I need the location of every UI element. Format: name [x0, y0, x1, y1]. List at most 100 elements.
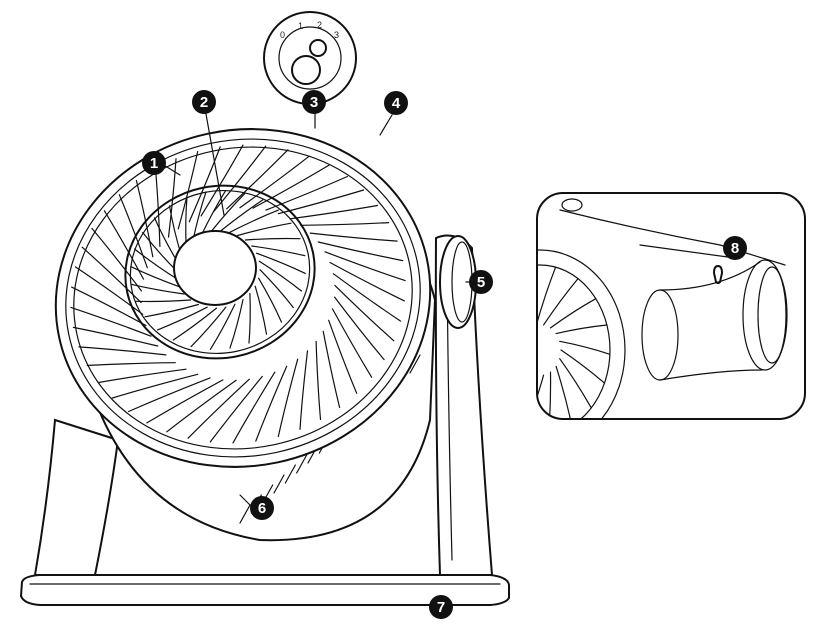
grille-blade: [154, 167, 161, 248]
grille-blade: [259, 269, 294, 309]
grille-blade: [218, 199, 264, 233]
grille-blade: [331, 308, 373, 378]
grille-blade: [555, 324, 608, 335]
grille-blade: [334, 284, 395, 342]
grille-blade: [277, 358, 299, 438]
grille-blade: [78, 346, 167, 356]
grille-blade: [86, 362, 176, 366]
grille-blade: [128, 377, 211, 413]
grille-blade: [71, 286, 147, 327]
grille-blade: [213, 145, 267, 213]
grille-blade: [251, 245, 306, 257]
grille-blade: [135, 179, 154, 258]
grille-blade: [72, 326, 159, 347]
grille-blade: [244, 237, 301, 241]
grille-blade: [142, 231, 177, 271]
grille-blade: [237, 222, 292, 237]
grille-blade: [548, 371, 552, 419]
grille-blade: [299, 350, 309, 430]
grille-blade: [252, 164, 330, 209]
callout-4: 4: [384, 91, 408, 115]
grille-blade: [508, 274, 524, 333]
callout-2-number: 2: [200, 94, 208, 111]
grille-blade: [328, 319, 358, 394]
dial-label-1: 1: [298, 21, 303, 31]
callout-3-number: 3: [310, 94, 318, 111]
callout-6: 6: [250, 496, 274, 520]
rear-grille-bar: [296, 454, 308, 474]
grille-blade: [560, 349, 606, 384]
grille-blade: [200, 144, 244, 217]
grille-blade: [144, 303, 199, 318]
grille-blade: [111, 373, 199, 399]
callout-5-number: 5: [477, 274, 485, 291]
rear-grille-bar: [273, 474, 285, 494]
callout-7: 7: [429, 595, 453, 619]
center-badge: [173, 230, 257, 306]
callout-3: 3: [302, 90, 326, 114]
grille-blade: [476, 317, 520, 350]
grille-blade: [167, 158, 177, 238]
front-grille: [54, 128, 432, 468]
dial-label-2: 2: [317, 20, 322, 30]
grille-blade: [254, 285, 268, 335]
grille-blade: [529, 266, 531, 328]
grille-blade: [277, 189, 365, 215]
grille-blade: [130, 266, 181, 288]
callout-1-number: 1: [150, 155, 158, 172]
grille-blade: [130, 283, 185, 295]
wall-mount-slot: [713, 265, 723, 284]
grille-blade: [209, 192, 246, 234]
grille-blade: [502, 375, 536, 421]
grille-blade: [232, 371, 276, 444]
grille-blade: [537, 266, 557, 326]
grille-blade: [300, 222, 390, 226]
rear-grille-bar: [409, 354, 421, 374]
grille-blade: [258, 277, 283, 323]
grille-blade: [543, 278, 579, 326]
grille-blade: [265, 175, 348, 211]
grille-blade: [255, 365, 288, 442]
grille-blade: [172, 307, 218, 341]
grille-blade: [484, 372, 529, 401]
grille-blade: [157, 306, 208, 331]
grille-blade: [322, 330, 341, 409]
callout-6-number: 6: [258, 500, 266, 517]
grille-blade: [555, 365, 573, 419]
grille-blade: [103, 210, 145, 280]
grille-blade: [166, 379, 237, 433]
grille-blade: [473, 366, 524, 375]
grille-blade: [226, 149, 289, 210]
grille-blade: [489, 292, 521, 341]
callout-5: 5: [469, 270, 493, 294]
grille-blade: [135, 299, 192, 303]
grille-blade: [329, 261, 405, 302]
speed-dial: 0 1 2 3: [263, 11, 357, 105]
grille-blade: [334, 296, 385, 361]
rear-grille-bar: [284, 464, 296, 484]
grille-blade: [289, 204, 378, 220]
grille-blade: [317, 241, 404, 262]
grille-blade: [91, 227, 142, 292]
grille-blade: [239, 155, 310, 209]
grille-blade: [70, 306, 152, 337]
callout-8-number: 8: [731, 240, 739, 257]
callout-2: 2: [192, 90, 216, 114]
callout-1: 1: [142, 151, 166, 175]
grille-blade: [188, 146, 221, 223]
grille-blade: [118, 194, 148, 269]
grille-blade: [332, 273, 402, 322]
grille-blade: [248, 292, 251, 344]
grille-blade: [255, 252, 306, 274]
dial-label-3: 3: [334, 30, 339, 40]
callouts: 1 2 3 4 5 6 7 8: [142, 90, 747, 619]
grille-blade: [559, 340, 611, 355]
grille-blade: [537, 374, 545, 419]
grille-blade: [74, 266, 144, 315]
grille-blade: [315, 340, 322, 421]
callout-7-number: 7: [437, 599, 445, 616]
grille-blade: [187, 378, 250, 439]
detail-inset: [473, 192, 806, 421]
grille-blade: [190, 306, 227, 348]
